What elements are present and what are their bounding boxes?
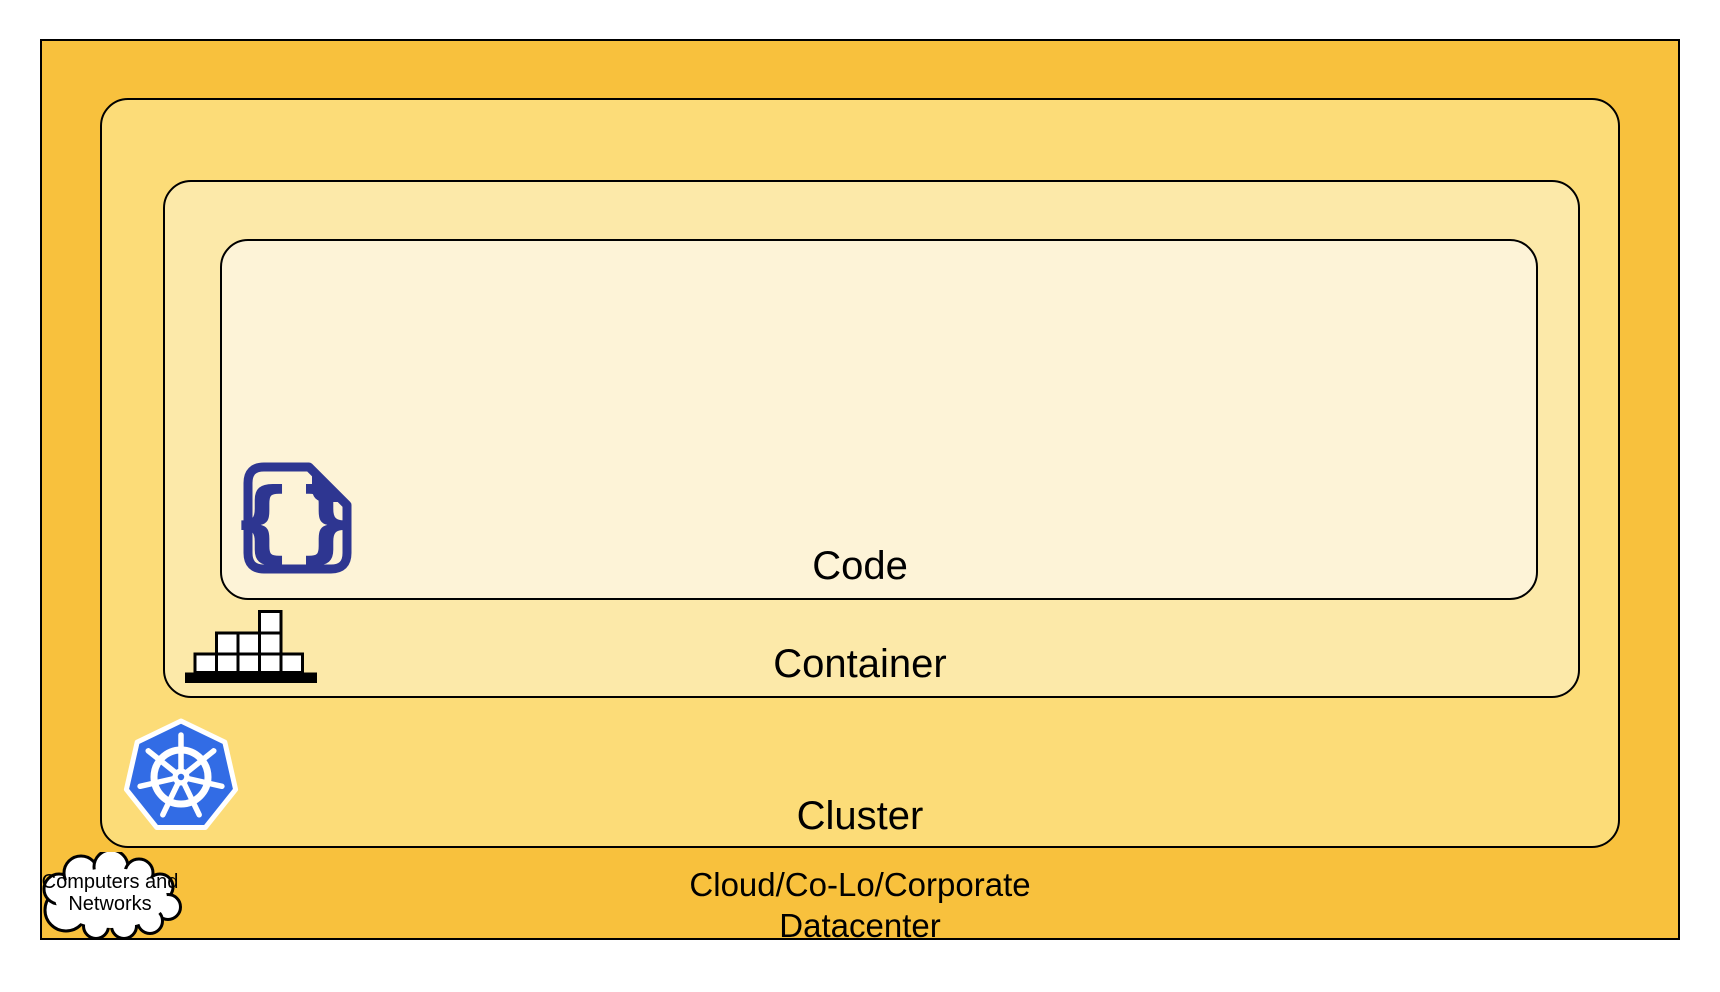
cloud-body xyxy=(55,868,167,928)
code-file-braces-glyph: {} xyxy=(238,469,356,572)
container-stack-icon xyxy=(185,610,317,683)
container-base-bar xyxy=(185,672,317,683)
layer-code xyxy=(220,239,1538,600)
code-label: Code xyxy=(812,544,908,588)
cloud-icon xyxy=(42,852,182,940)
code-file-outline xyxy=(243,462,352,574)
datacenter-label: Cloud/Co-Lo/Corporate Datacenter xyxy=(0,864,1720,946)
kubernetes-wheel-hub-hole xyxy=(177,773,185,781)
datacenter-label-line1: Cloud/Co-Lo/Corporate xyxy=(689,866,1031,903)
cloud-callout-line1: Computers and xyxy=(41,871,179,893)
cluster-label: Cluster xyxy=(796,794,924,838)
container-label: Container xyxy=(773,642,947,686)
datacenter-label-line2: Datacenter xyxy=(779,907,941,944)
code-file-fold xyxy=(312,465,349,502)
kubernetes-wheel-ring xyxy=(150,746,212,808)
container-boxes xyxy=(193,610,304,674)
cloud-callout-line2: Networks xyxy=(68,892,152,915)
kubernetes-wheel-icon xyxy=(123,718,239,830)
code-file-icon: {} xyxy=(238,462,356,574)
cloud-callout-text: Computers and Networks xyxy=(36,871,184,915)
